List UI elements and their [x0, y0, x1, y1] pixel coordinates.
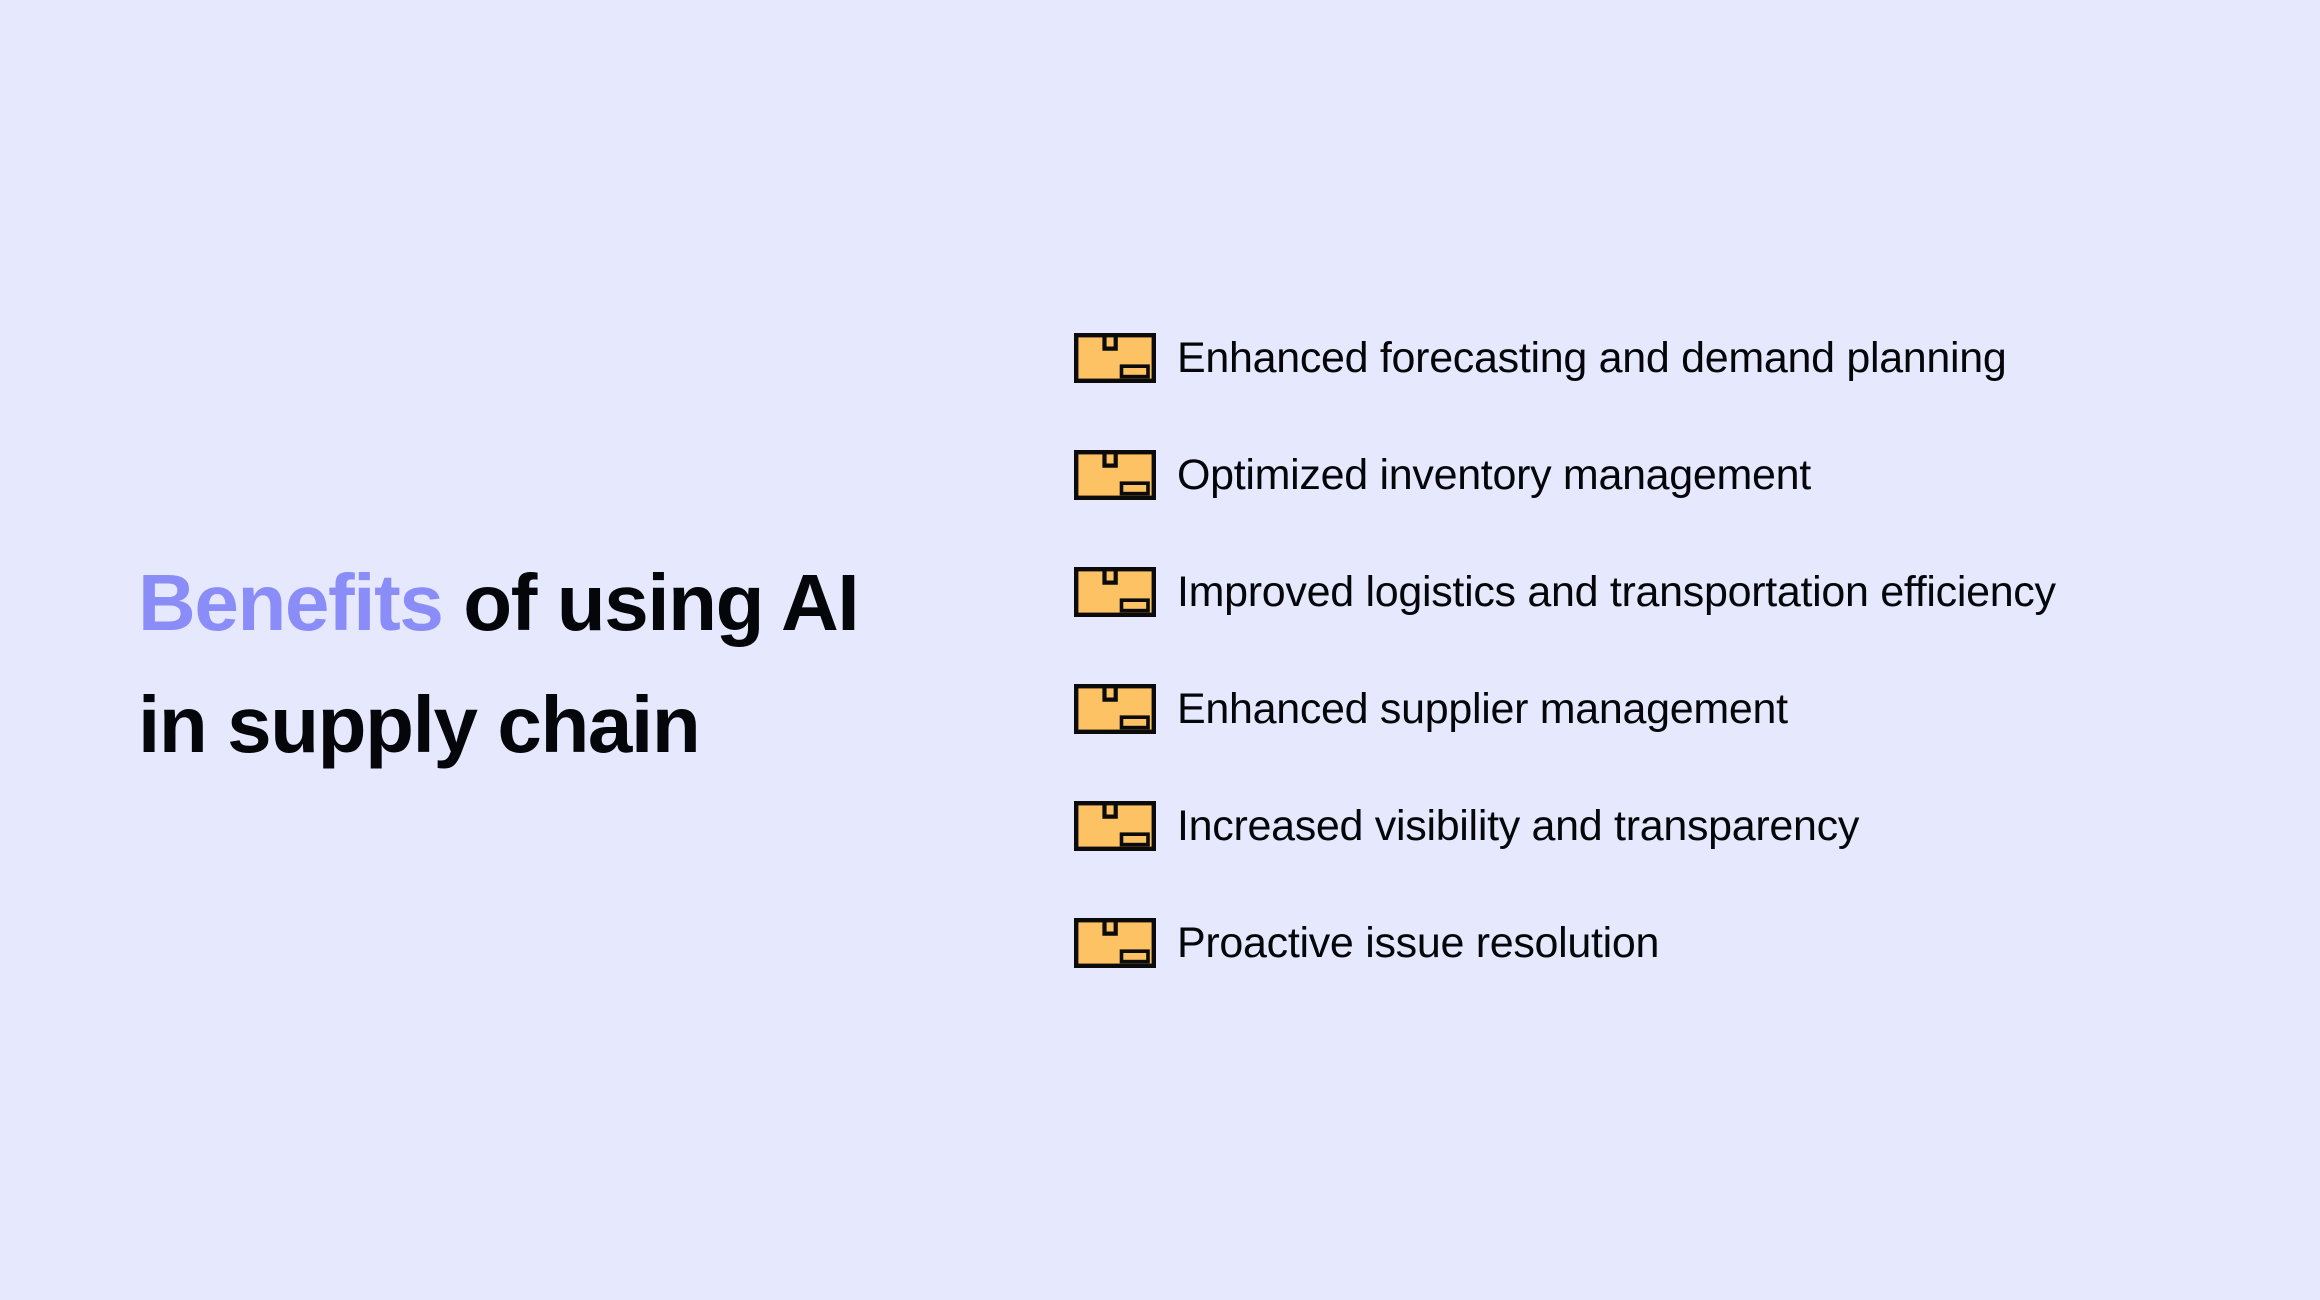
list-item: Enhanced supplier management [1074, 679, 2056, 738]
list-item: Optimized inventory management [1074, 445, 2056, 504]
list-item-label: Increased visibility and transparency [1177, 801, 1860, 850]
title-line-1-rest: of using AI [442, 558, 859, 647]
title-line-1: Benefits of using AI [138, 542, 998, 664]
list-item-label: Improved logistics and transportation ef… [1177, 567, 2056, 616]
list-item-label: Optimized inventory management [1177, 450, 1811, 499]
cardboard-box-icon [1074, 683, 1156, 734]
cardboard-box-icon [1074, 566, 1156, 617]
list-item: Improved logistics and transportation ef… [1074, 562, 2056, 621]
title-accent-word: Benefits [138, 558, 444, 647]
list-item: Enhanced forecasting and demand planning [1074, 328, 2056, 387]
cardboard-box-icon [1074, 800, 1156, 851]
list-item: Increased visibility and transparency [1074, 796, 2056, 855]
list-item-label: Enhanced supplier management [1177, 684, 1788, 733]
cardboard-box-icon [1074, 332, 1156, 383]
cardboard-box-icon [1074, 917, 1156, 968]
list-item-label: Enhanced forecasting and demand planning [1177, 333, 2007, 382]
page-title: Benefits of using AI in supply chain [138, 542, 998, 786]
title-line-2: in supply chain [138, 680, 701, 769]
benefits-list: Enhanced forecasting and demand planning… [1074, 328, 2056, 972]
cardboard-box-icon [1074, 449, 1156, 500]
list-item: Proactive issue resolution [1074, 913, 2056, 972]
list-item-label: Proactive issue resolution [1177, 918, 1660, 967]
